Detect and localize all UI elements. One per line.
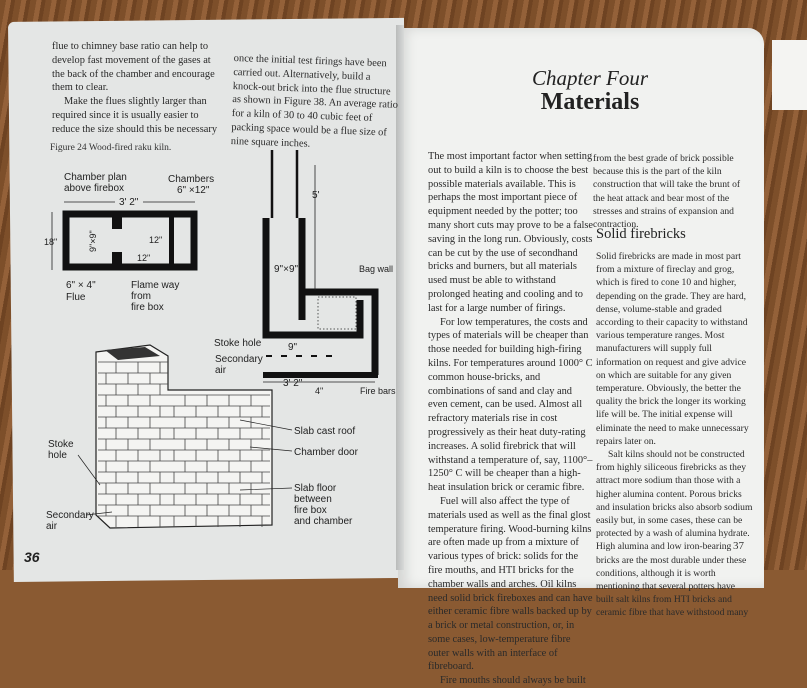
label: Chambers (168, 174, 214, 185)
left-page-column-1: flue to chimney base ratio can help to d… (52, 40, 220, 137)
dimension: 18" (44, 237, 57, 247)
label: Slab floor (294, 483, 337, 494)
paragraph: flue to chimney base ratio can help to d… (52, 41, 215, 94)
label: Chamber door (294, 447, 359, 458)
label: Secondary (46, 510, 94, 521)
kiln-section: 5' 9"×9" Bag wall Stoke hole Secondary a… (214, 150, 396, 396)
chapter-label: Chapter Four (531, 66, 649, 90)
dimension: 3' 2" (283, 378, 303, 389)
dimension: 9"×9" (88, 230, 98, 252)
label: from (131, 291, 151, 302)
right-page-column-1: The most important factor when setting o… (428, 150, 594, 688)
paper-corner (772, 40, 807, 110)
paragraph: Fuel will also affect the type of materi… (428, 495, 593, 673)
chapter-title: Materials (540, 89, 640, 115)
dimension: 12" (137, 253, 150, 263)
dimension: 5' (312, 190, 320, 201)
label: and chamber (294, 516, 353, 527)
chamber-plan: Chamber plan above firebox Chambers 6" ×… (44, 172, 214, 313)
right-page (398, 28, 764, 588)
paragraph: from the best grade of brick possible be… (593, 153, 741, 231)
right-page-column-2-top: from the best grade of brick possible be… (593, 152, 751, 231)
paragraph: Fire mouths should always be built (440, 675, 586, 687)
label: above firebox (64, 183, 124, 194)
label: Stoke hole (214, 338, 262, 349)
page-number-left: 36 (24, 549, 40, 565)
book-gutter (396, 25, 404, 570)
label: fire box (131, 302, 164, 313)
label: fire box (294, 505, 327, 516)
dimension: 3' 2" (119, 197, 139, 208)
paragraph: The most important factor when setting o… (428, 151, 594, 314)
right-page-column-2: Solid firebricks are made in most part f… (596, 250, 754, 620)
kiln-diagram: Chamber plan above firebox Chambers 6" ×… (44, 150, 396, 532)
label: between (294, 494, 332, 505)
dimension: 9"×9" (274, 264, 299, 275)
page-number-right: 37 (733, 540, 744, 552)
label: air (215, 365, 227, 376)
paragraph: For low temperatures, the costs and type… (428, 316, 593, 494)
figure-caption: Figure 24 Wood-fired raku kiln. (50, 143, 172, 153)
label: Flue (66, 292, 86, 303)
label: Flame way (131, 280, 179, 291)
label: Chamber plan (64, 172, 127, 183)
paragraph: Salt kilns should not be constructed fro… (596, 449, 753, 619)
label: air (46, 521, 58, 532)
dimension: 12" (149, 235, 162, 245)
label: Stoke (48, 439, 74, 450)
label: 6" × 4" (66, 280, 96, 291)
dimension: 9" (288, 342, 298, 353)
label: Fire bars (360, 386, 396, 396)
kiln-brick-drawing: Slab cast roof Chamber door Slab floor b… (46, 344, 359, 532)
label: Secondary (215, 354, 263, 365)
label: Slab cast roof (294, 426, 355, 437)
label: 6" ×12" (177, 185, 210, 196)
paragraph: Make the flues slightly larger than requ… (52, 96, 218, 135)
paragraph: Solid firebricks are made in most part f… (596, 251, 749, 447)
section-heading: Solid firebricks (596, 226, 686, 242)
label: hole (48, 450, 67, 461)
dimension: 4" (315, 386, 323, 396)
label: Bag wall (359, 264, 393, 274)
